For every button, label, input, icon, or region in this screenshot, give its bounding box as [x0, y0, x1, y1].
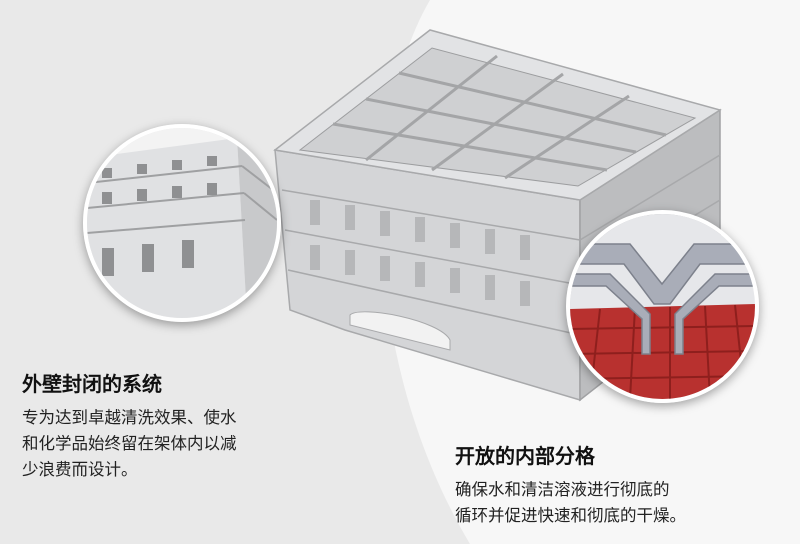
open-compartment-zoom-image — [566, 210, 759, 403]
feature-line: 确保水和清洁溶液进行彻底的 — [455, 480, 670, 499]
feature-heading: 开放的内部分格 — [455, 444, 595, 468]
feature-open-compartment: 开放的内部分格 确保水和清洁溶液进行彻底的 循环并促进快速和彻底的干燥。 — [455, 440, 795, 529]
feature-line: 循环并促进快速和彻底的干燥。 — [455, 506, 686, 525]
closed-wall-zoom-image — [83, 124, 281, 322]
feature-closed-wall: 外壁封闭的系统 专为达到卓越清洗效果、使水 和化学品始终留在架体内以减 少浪费而… — [22, 368, 322, 483]
feature-line: 和化学品始终留在架体内以减 — [22, 434, 237, 453]
feature-line: 专为达到卓越清洗效果、使水 — [22, 408, 237, 427]
feature-heading: 外壁封闭的系统 — [22, 372, 162, 396]
feature-line: 少浪费而设计。 — [22, 460, 138, 479]
